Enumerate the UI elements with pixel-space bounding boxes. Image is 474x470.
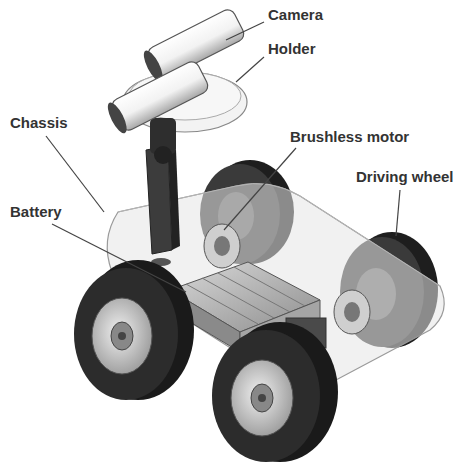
leader-lines: [46, 22, 400, 292]
part-label: Brushless motor: [290, 128, 409, 146]
camera: [104, 59, 210, 136]
part-label: Camera: [268, 6, 323, 24]
part-label: Driving wheel: [356, 168, 454, 186]
wheel: [212, 322, 338, 462]
part-label: Chassis: [10, 114, 68, 132]
part-label: Battery: [10, 203, 62, 221]
mast: [146, 146, 180, 266]
part-label: Holder: [268, 40, 316, 58]
wheel: [74, 260, 194, 400]
